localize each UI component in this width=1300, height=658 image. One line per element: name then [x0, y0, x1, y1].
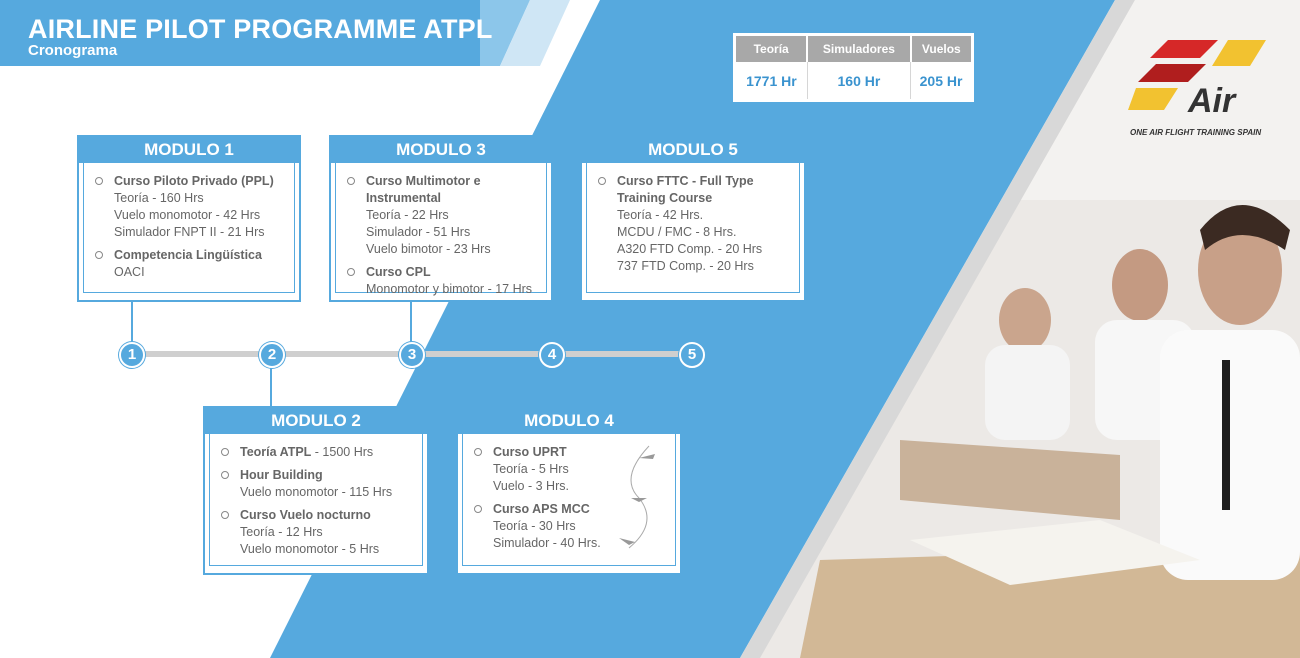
item-line: Vuelo monomotor - 5 Hrs	[240, 542, 380, 556]
summary-value-simuladores: 160 Hr	[807, 62, 912, 99]
module-4-title: MODULO 4	[458, 408, 680, 434]
module-4-body: Curso UPRT Teoría - 5 Hrs Vuelo - 3 Hrs.…	[462, 434, 676, 566]
item-line: Simulador - 40 Hrs.	[493, 536, 601, 550]
list-item: Teoría ATPL - 1500 Hrs	[221, 444, 414, 461]
item-title: Curso UPRT	[493, 445, 567, 459]
list-item: Curso FTTC - Full Type Training Course T…	[598, 173, 791, 275]
item-line: Simulador FNPT II - 21 Hrs	[114, 225, 265, 239]
item-line: Teoría - 160 Hrs	[114, 191, 204, 205]
list-item: Curso Vuelo nocturno Teoría - 12 Hrs Vue…	[221, 507, 414, 558]
list-item: Curso Multimotor e Instrumental Teoría -…	[347, 173, 538, 258]
timeline-node-2: 2	[259, 342, 285, 368]
item-title: Competencia Lingüística	[114, 248, 262, 262]
item-title: Curso FTTC - Full Type Training Course	[617, 174, 754, 205]
connector-1	[131, 300, 133, 344]
item-line: 737 FTD Comp. - 20 Hrs	[617, 259, 754, 273]
module-1-body: Curso Piloto Privado (PPL) Teoría - 160 …	[83, 163, 295, 293]
item-line: Vuelo monomotor - 42 Hrs	[114, 208, 261, 222]
item-suffix: OACI	[114, 265, 145, 279]
item-title: Curso CPL	[366, 265, 431, 279]
brand-logo-text: Air	[1188, 82, 1236, 120]
module-5-title: MODULO 5	[582, 137, 804, 163]
module-3-card: MODULO 3 Curso Multimotor e Instrumental…	[329, 135, 553, 302]
item-line: Monomotor y bimotor - 17 Hrs	[366, 282, 533, 296]
item-line: Vuelo bimotor - 23 Hrs	[366, 242, 491, 256]
module-2-title: MODULO 2	[205, 408, 427, 434]
module-3-body: Curso Multimotor e Instrumental Teoría -…	[335, 163, 547, 296]
timeline-node-5: 5	[679, 342, 705, 368]
one-air-logo-icon	[1128, 40, 1266, 110]
item-title: Teoría ATPL	[240, 445, 312, 459]
item-suffix: - 1500 Hrs	[311, 445, 374, 459]
list-item: Hour Building Vuelo monomotor - 115 Hrs	[221, 467, 414, 501]
summary-value-teoria: 1771 Hr	[736, 62, 808, 99]
item-line: Teoría - 5 Hrs	[493, 462, 569, 476]
item-line: Teoría - 30 Hrs	[493, 519, 576, 533]
item-line: Simulador - 51 Hrs	[366, 225, 471, 239]
item-line: A320 FTD Comp. - 20 Hrs	[617, 242, 763, 256]
item-title: Hour Building	[240, 468, 323, 482]
item-line: Vuelo monomotor - 115 Hrs	[240, 485, 393, 499]
connector-5	[690, 300, 692, 344]
item-title: Curso Vuelo nocturno	[240, 508, 371, 522]
module-2-body: Teoría ATPL - 1500 Hrs Hour Building Vue…	[209, 434, 423, 566]
brand-tagline: ONE AIR FLIGHT TRAINING SPAIN	[1130, 128, 1262, 137]
page-title: AIRLINE PILOT PROGRAMME ATPL	[28, 14, 493, 44]
connector-4	[550, 366, 552, 408]
hours-summary-table: Teoría Simuladores Vuelos 1771 Hr 160 Hr…	[731, 31, 976, 104]
list-item: Curso CPL Monomotor y bimotor - 17 Hrs	[347, 264, 538, 298]
module-3-title: MODULO 3	[331, 137, 551, 163]
item-line: Teoría - 22 Hrs	[366, 208, 449, 222]
module-5-card: MODULO 5 Curso FTTC - Full Type Training…	[580, 135, 806, 302]
summary-header-simuladores: Simuladores	[807, 36, 912, 62]
item-title: Curso Multimotor e Instrumental	[366, 174, 481, 205]
item-title: Curso APS MCC	[493, 502, 590, 516]
timeline-node-1: 1	[119, 342, 145, 368]
page-subtitle: Cronograma	[28, 42, 118, 59]
module-1-card: MODULO 1 Curso Piloto Privado (PPL) Teor…	[77, 135, 301, 302]
timeline-node-3: 3	[399, 342, 425, 368]
summary-value-vuelos: 205 Hr	[919, 72, 963, 89]
item-line: Teoría - 42 Hrs.	[617, 208, 704, 222]
module-4-card: MODULO 4 Curso UPRT Teoría - 5 Hrs Vuelo…	[456, 406, 682, 575]
item-title: Curso Piloto Privado (PPL)	[114, 174, 274, 188]
item-line: Teoría - 12 Hrs	[240, 525, 323, 539]
aerobatic-path-icon	[619, 445, 655, 549]
connector-3	[410, 300, 412, 344]
header-bar	[0, 0, 480, 66]
list-item: Competencia Lingüística OACI	[95, 247, 286, 281]
list-item: Curso Piloto Privado (PPL) Teoría - 160 …	[95, 173, 286, 241]
connector-2	[270, 366, 272, 408]
item-line: Vuelo - 3 Hrs.	[493, 479, 569, 493]
module-1-title: MODULO 1	[79, 137, 299, 163]
module-2-card: MODULO 2 Teoría ATPL - 1500 Hrs Hour Bui…	[203, 406, 429, 575]
summary-header-vuelos: Vuelos	[910, 36, 971, 62]
summary-header-teoria: Teoría	[736, 36, 809, 62]
module-5-body: Curso FTTC - Full Type Training Course T…	[586, 163, 800, 293]
list-item: Curso UPRT Teoría - 5 Hrs Vuelo - 3 Hrs.	[474, 444, 667, 495]
timeline-node-4: 4	[539, 342, 565, 368]
list-item: Curso APS MCC Teoría - 30 Hrs Simulador …	[474, 501, 667, 552]
item-line: MCDU / FMC - 8 Hrs.	[617, 225, 737, 239]
